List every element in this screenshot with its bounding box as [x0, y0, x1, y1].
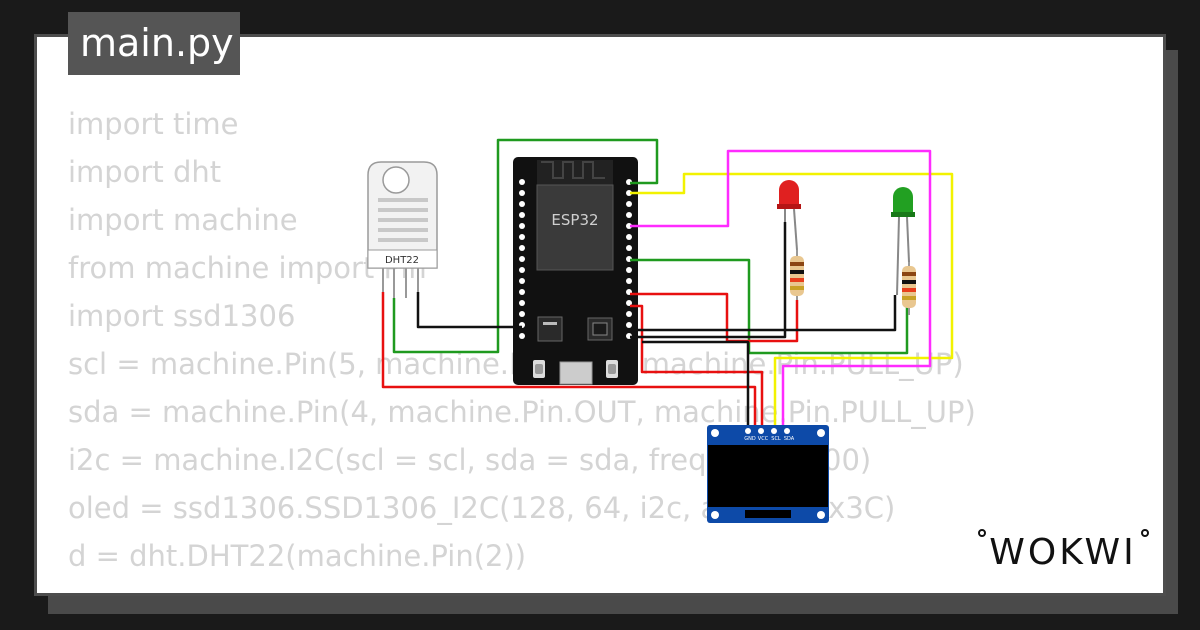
wires [381, 138, 954, 427]
oled-pin-sda: SDA [784, 436, 795, 442]
code-line: import ssd1306 [68, 299, 296, 333]
code-line: import machine [68, 203, 298, 237]
oled-pin-scl: SCL [771, 436, 781, 442]
dht22-label: DHT22 [385, 255, 419, 266]
dht22-sensor[interactable]: DHT22 [367, 161, 438, 298]
oled-display[interactable]: GND VCC SCL SDA [707, 425, 829, 523]
code-line: from machine import Pin [68, 251, 427, 285]
green-led-resistor [902, 262, 916, 315]
wokwi-logo: WOKWI [978, 529, 1149, 573]
code-line: import dht [68, 155, 222, 189]
code-line: sda = machine.Pin(4, machine.Pin.OUT, ma… [68, 395, 976, 429]
code-line: import time [68, 107, 239, 141]
red-led[interactable] [777, 180, 801, 251]
red-led-resistor [790, 250, 804, 300]
green-led[interactable] [891, 187, 915, 296]
oled-pin-vcc: VCC [758, 436, 769, 442]
code-line: d = dht.DHT22(machine.Pin(2)) [68, 539, 527, 573]
esp32-board[interactable]: ESP32 [513, 157, 638, 385]
oled-pin-gnd: GND [744, 436, 756, 442]
wokwi-logo-text: WOKWI [989, 532, 1136, 573]
file-tab[interactable]: main.py [68, 12, 240, 75]
esp32-label: ESP32 [551, 211, 598, 229]
